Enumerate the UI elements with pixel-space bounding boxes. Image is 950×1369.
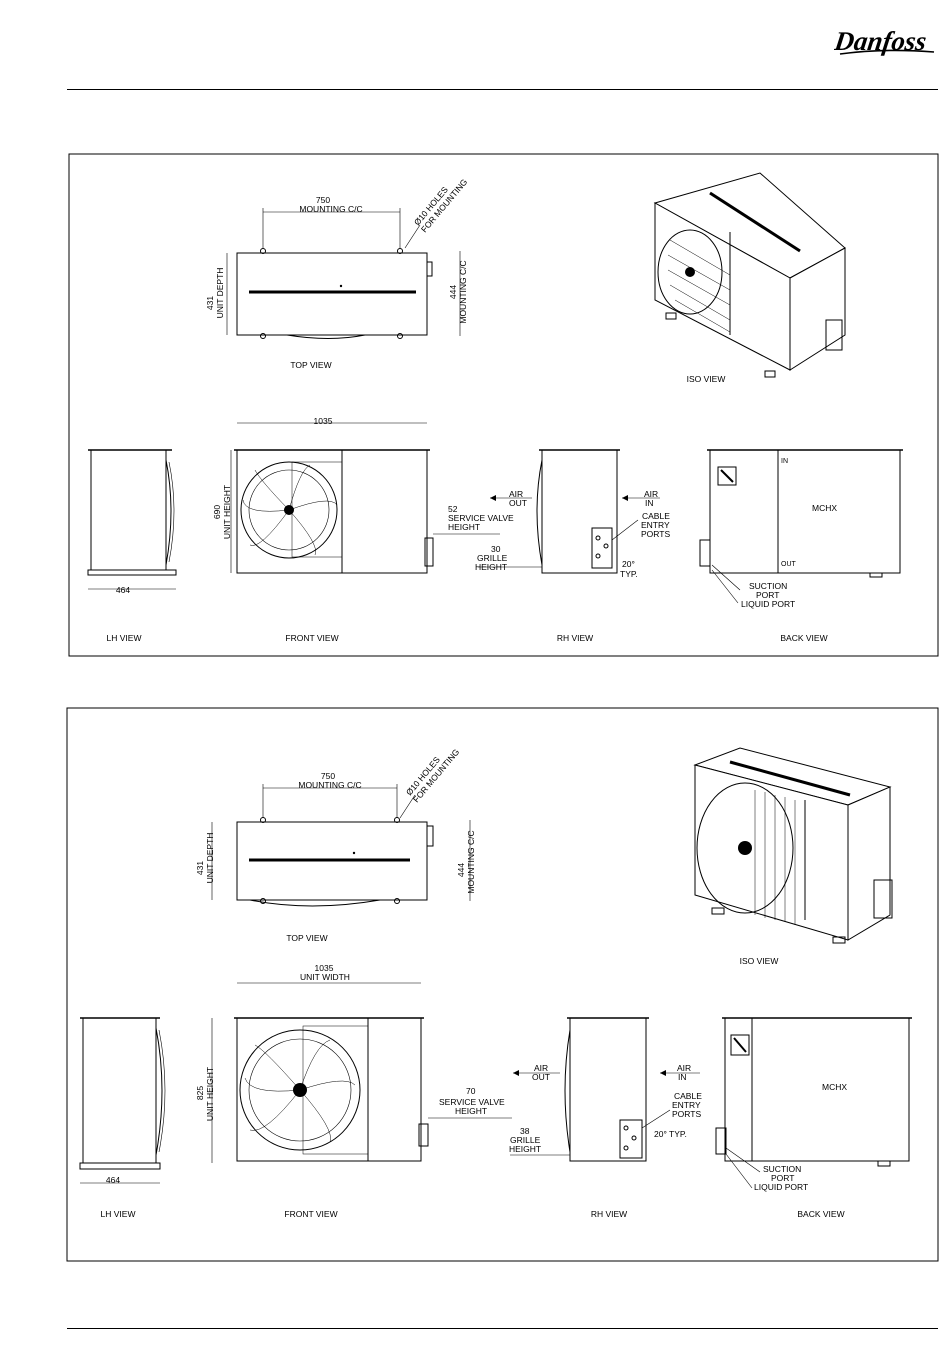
p2-front-height-label: UNIT HEIGHT xyxy=(205,1067,215,1121)
p1-warning-label-icon xyxy=(717,466,737,486)
p2-cable-1: CABLE xyxy=(674,1091,702,1101)
p1-cable-2: ENTRY xyxy=(641,520,670,530)
p1-depth-label: UNIT DEPTH xyxy=(215,268,225,319)
p1-front-width-value: 1035 xyxy=(314,416,333,426)
panel-1-front-view: 1035 690 UNIT HEIGHT 52 SERVICE VALVE HE… xyxy=(212,416,514,643)
p1-depth-value: 431 xyxy=(205,296,215,310)
p2-iso-caption: ISO VIEW xyxy=(740,956,779,966)
p2-back-caption: BACK VIEW xyxy=(797,1209,844,1219)
p2-mounting-label: MOUNTING C/C xyxy=(298,780,361,790)
panel-1-iso-view: ISO VIEW xyxy=(653,172,846,384)
p2-angle-1: 20° TYP. xyxy=(654,1129,687,1139)
p2-mountcc-value: 444 xyxy=(456,863,466,877)
panel-2-front-view: 1035 UNIT WIDTH 825 UNIT HEIGHT 70 SERVI… xyxy=(195,963,512,1219)
p1-rh-caption: RH VIEW xyxy=(557,633,593,643)
p2-top-caption: TOP VIEW xyxy=(286,933,327,943)
p2-air-out-2: OUT xyxy=(532,1072,550,1082)
danfoss-logo: Danfoss xyxy=(834,26,935,56)
p1-air-out-1: AIR xyxy=(509,489,523,499)
p1-svc-value: 52 xyxy=(448,504,458,514)
header-rule xyxy=(67,89,938,90)
p1-lh-width: 464 xyxy=(116,585,130,595)
p1-back-caption: BACK VIEW xyxy=(780,633,827,643)
panel-1-rh-view: 30 GRILLE HEIGHT AIR OUT AIR IN CABLE EN… xyxy=(475,449,670,643)
panel-1-frame xyxy=(68,153,939,657)
p2-grille-value: 38 xyxy=(520,1126,530,1136)
p1-out-tag: OUT xyxy=(781,561,797,568)
footer-rule xyxy=(67,1328,938,1329)
p2-lh-caption: LH VIEW xyxy=(101,1209,136,1219)
p2-suction-1: SUCTION xyxy=(763,1164,801,1174)
p2-rh-caption: RH VIEW xyxy=(591,1209,627,1219)
p1-air-out-2: OUT xyxy=(509,498,527,508)
p2-lh-width: 464 xyxy=(106,1175,120,1185)
p2-front-height-value: 825 xyxy=(195,1086,205,1100)
panel-1-lh-view: 464 LH VIEW xyxy=(87,449,177,643)
p1-mountcc-label: MOUNTING C/C xyxy=(458,260,468,323)
panel-1-back-view: MCHX IN OUT SUCTION PORT LIQUID PORT BAC… xyxy=(699,449,903,643)
p2-front-caption: FRONT VIEW xyxy=(284,1209,337,1219)
p2-suction-2: PORT xyxy=(771,1173,794,1183)
p2-air-in-1: AIR xyxy=(677,1063,691,1073)
p2-air-out-1: AIR xyxy=(534,1063,548,1073)
p1-grille-label-1: GRILLE xyxy=(477,553,508,563)
p1-lh-caption: LH VIEW xyxy=(107,633,142,643)
p1-mchx: MCHX xyxy=(812,503,837,513)
p2-cable-2: ENTRY xyxy=(672,1100,701,1110)
p1-cable-1: CABLE xyxy=(642,511,670,521)
p1-suction-2: PORT xyxy=(756,590,779,600)
p2-air-in-2: IN xyxy=(678,1072,687,1082)
p1-svc-label-2: HEIGHT xyxy=(448,522,480,532)
p2-mounting-value: 750 xyxy=(321,771,335,781)
p1-grille-label-2: HEIGHT xyxy=(475,562,507,572)
p1-cable-3: PORTS xyxy=(641,529,670,539)
panel-2-rh-view: 38 GRILLE HEIGHT AIR OUT AIR IN CABLE EN… xyxy=(509,1017,702,1219)
p1-svc-label-1: SERVICE VALVE xyxy=(448,513,514,523)
p1-iso-caption: ISO VIEW xyxy=(687,374,726,384)
p2-grille-label-1: GRILLE xyxy=(510,1135,541,1145)
p2-depth-label: UNIT DEPTH xyxy=(205,833,215,884)
panel-2-top-view: 750 MOUNTING C/C Ø10 HOLES FOR MOUNTING … xyxy=(195,747,476,943)
p2-cable-3: PORTS xyxy=(672,1109,701,1119)
p2-warning-label-icon xyxy=(730,1034,750,1056)
p1-front-caption: FRONT VIEW xyxy=(285,633,338,643)
p2-depth-value: 431 xyxy=(195,861,205,875)
panel-2-lh-view: 464 LH VIEW xyxy=(79,1017,166,1219)
p2-svc-label-2: HEIGHT xyxy=(455,1106,487,1116)
p1-suction-1: SUCTION xyxy=(749,581,787,591)
p2-front-width-label: UNIT WIDTH xyxy=(300,972,350,982)
p1-angle-2: TYP. xyxy=(620,569,638,579)
p1-air-in-2: IN xyxy=(645,498,654,508)
p2-liquid: LIQUID PORT xyxy=(754,1182,808,1192)
p1-air-in-1: AIR xyxy=(644,489,658,499)
p1-mounting-value: 750 xyxy=(316,195,330,205)
p1-mountcc-value: 444 xyxy=(448,285,458,299)
p1-mounting-label: MOUNTING C/C xyxy=(299,204,362,214)
p2-mountcc-label: MOUNTING C/C xyxy=(466,830,476,893)
p1-angle-1: 20° xyxy=(622,559,635,569)
p1-top-caption: TOP VIEW xyxy=(290,360,331,370)
p2-front-width-value: 1035 xyxy=(315,963,334,973)
p1-in-tag: IN xyxy=(781,458,788,465)
p1-front-height-label: UNIT HEIGHT xyxy=(222,485,232,539)
panel-2-back-view: MCHX SUCTION PORT LIQUID PORT BACK VIEW xyxy=(715,1017,912,1219)
p1-grille-value: 30 xyxy=(491,544,501,554)
p1-front-height-value: 690 xyxy=(212,505,222,519)
p1-liquid: LIQUID PORT xyxy=(741,599,795,609)
panel-2-frame xyxy=(66,707,939,1262)
p2-svc-value: 70 xyxy=(466,1086,476,1096)
panel-2-iso-view: ISO VIEW xyxy=(693,747,893,966)
p2-svc-label-1: SERVICE VALVE xyxy=(439,1097,505,1107)
p2-grille-label-2: HEIGHT xyxy=(509,1144,541,1154)
p2-mchx: MCHX xyxy=(822,1082,847,1092)
